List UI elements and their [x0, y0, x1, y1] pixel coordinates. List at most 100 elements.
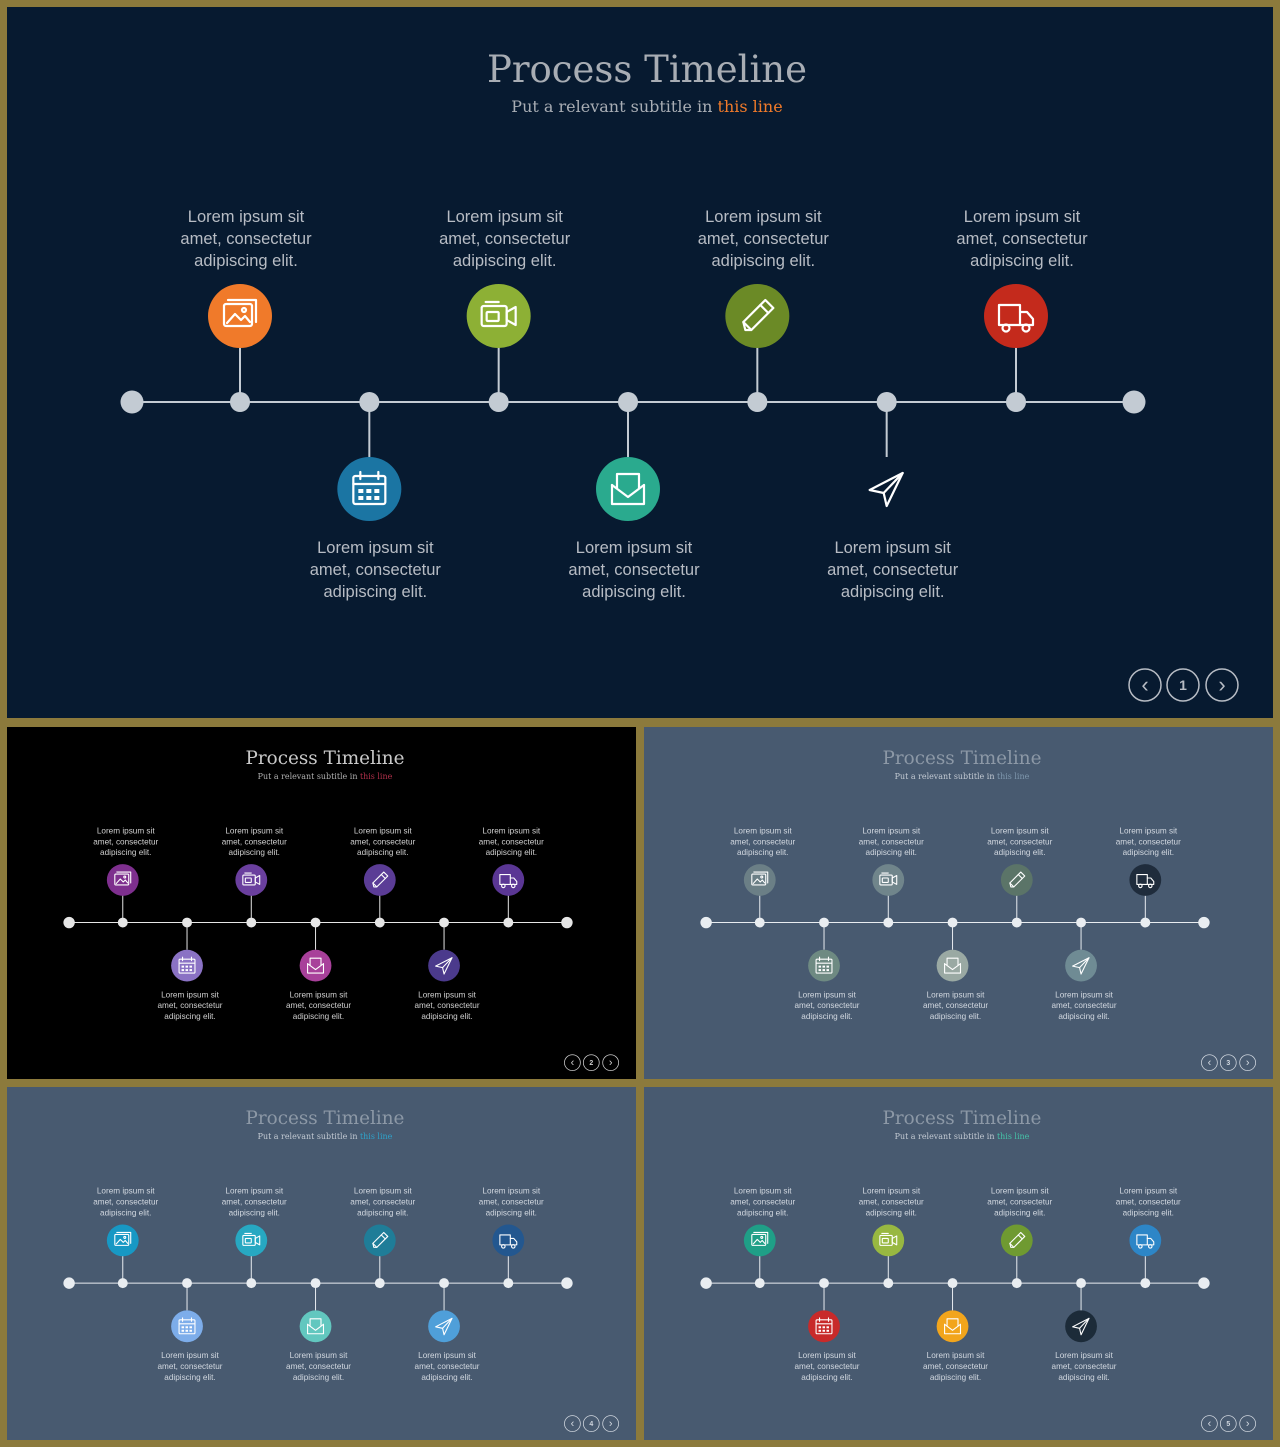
- page-indicator[interactable]: 4: [582, 1415, 600, 1432]
- milestone-label-line: adipiscing elit.: [994, 1209, 1045, 1218]
- timeline-node: [117, 917, 128, 928]
- nav-next-button[interactable]: ›: [602, 1415, 619, 1432]
- milestone-label-line: Lorem ipsum sit: [991, 826, 1050, 835]
- slide-background: [644, 727, 1273, 1079]
- milestone-icon-circle: [808, 1310, 840, 1343]
- nav-prev-button[interactable]: ‹: [1201, 1054, 1218, 1071]
- truck-icon: [997, 303, 1035, 333]
- page-indicator[interactable]: 3: [1219, 1054, 1237, 1071]
- milestone-label-line: Lorem ipsum sit: [576, 539, 693, 557]
- page-indicator[interactable]: 1: [1166, 668, 1200, 702]
- nav-next-button[interactable]: ›: [1205, 668, 1239, 702]
- milestone-label-line: Lorem ipsum sit: [97, 1187, 155, 1196]
- slide-background: [7, 7, 1273, 718]
- timeline-node: [374, 917, 385, 928]
- milestone-label-line: Lorem ipsum sit: [482, 1187, 540, 1196]
- image-icon: [222, 298, 258, 328]
- milestone-icon-wrap: [751, 1231, 769, 1246]
- nav-prev-button[interactable]: ‹: [564, 1054, 581, 1071]
- nav-next-button[interactable]: ›: [1239, 1415, 1256, 1432]
- milestone-label-line: adipiscing elit.: [1058, 1012, 1109, 1021]
- nav-prev-button[interactable]: ‹: [1128, 668, 1162, 702]
- milestone-icon-circle: [363, 864, 396, 896]
- timeline-end-node: [561, 916, 573, 929]
- timeline-node: [883, 917, 894, 928]
- timeline-node: [439, 917, 450, 928]
- nav-prev-button[interactable]: ‹: [1201, 1415, 1218, 1432]
- pencil-icon: [1009, 871, 1026, 888]
- calendar-icon: [815, 1317, 833, 1335]
- nav-next-button[interactable]: ›: [1239, 1054, 1256, 1071]
- milestone-label-line: Lorem ipsum sit: [1119, 826, 1178, 835]
- milestone-icon-circle: [725, 284, 790, 348]
- calendar-icon: [178, 1317, 196, 1335]
- milestone-label-line: Lorem ipsum sit: [418, 990, 477, 999]
- page-indicator-label: 4: [589, 1421, 593, 1428]
- milestone-label-line: Lorem ipsum sit: [188, 208, 305, 226]
- calendar-icon: [178, 956, 196, 974]
- milestone-label-line: adipiscing elit.: [1123, 848, 1174, 857]
- milestone-icon-wrap: [307, 1318, 325, 1335]
- milestone-icon-circle: [808, 949, 840, 982]
- paper-plane-icon: [868, 471, 904, 508]
- slide-background: [7, 1087, 636, 1440]
- nav-prev-button[interactable]: ‹: [564, 1415, 581, 1432]
- milestone-label-line: adipiscing elit.: [930, 1373, 981, 1382]
- milestone-label-line: amet, consectetur: [827, 561, 959, 579]
- milestone-label-line: amet, consectetur: [310, 561, 442, 579]
- page-indicator[interactable]: 2: [582, 1054, 600, 1071]
- milestone-label-line: amet, consectetur: [923, 1001, 988, 1010]
- milestone-label-line: adipiscing elit.: [841, 583, 945, 601]
- nav-next-button[interactable]: ›: [602, 1054, 619, 1071]
- page-indicator[interactable]: 5: [1219, 1415, 1237, 1432]
- paper-plane-icon: [1072, 957, 1090, 975]
- milestone-icon-wrap: [1136, 873, 1155, 889]
- video-camera-icon: [242, 1232, 261, 1246]
- milestone-label-line: amet, consectetur: [222, 1198, 287, 1207]
- milestone-icon-wrap: [1072, 957, 1090, 975]
- milestone-label-line: amet, consectetur: [350, 837, 415, 846]
- milestone-label-line: adipiscing elit.: [970, 252, 1074, 270]
- truck-icon: [499, 1234, 518, 1249]
